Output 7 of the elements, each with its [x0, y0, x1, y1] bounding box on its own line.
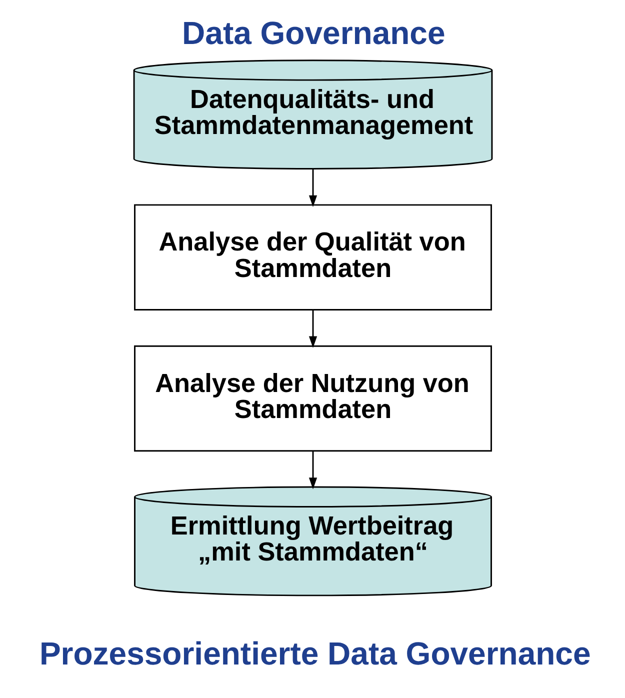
diagram-title: Data Governance — [182, 14, 445, 51]
node-box: Analyse der Qualität von Stammdaten — [134, 204, 492, 310]
caption: Prozessorientierte Data Governance — [38, 636, 590, 672]
node-box: Analyse der Nutzung von Stammdaten — [134, 345, 492, 452]
arrow — [308, 310, 317, 348]
arrow — [308, 451, 317, 490]
arrow — [308, 168, 317, 207]
